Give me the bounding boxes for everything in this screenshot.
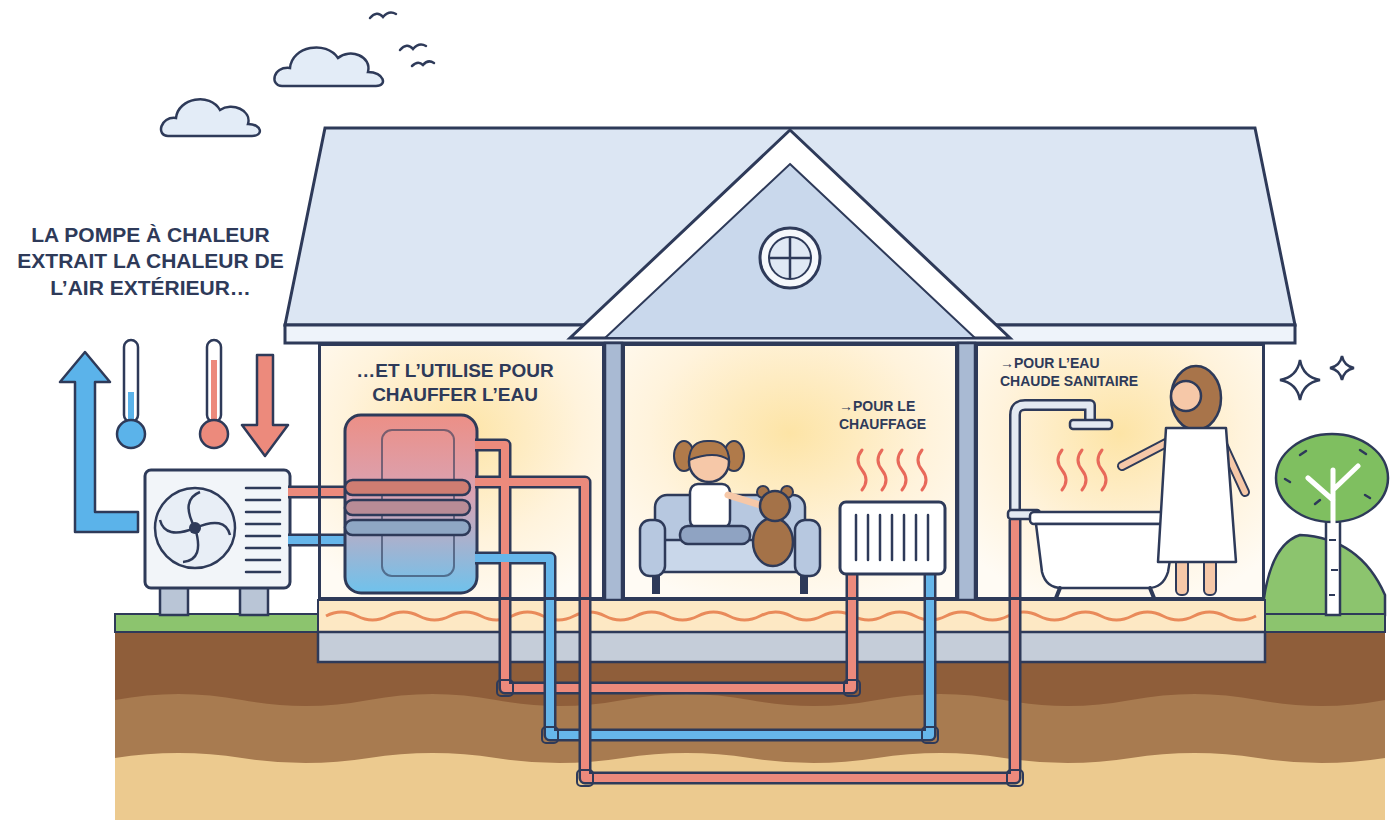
sofa-leg bbox=[800, 576, 808, 594]
cloud bbox=[161, 99, 260, 136]
pipe bbox=[585, 600, 1015, 778]
room-caption: →POUR LE CHAUFFAGE bbox=[839, 398, 953, 433]
window-cross bbox=[769, 237, 811, 279]
heat-pump-unit bbox=[145, 470, 290, 588]
pipe bbox=[550, 600, 930, 735]
pillar bbox=[605, 343, 622, 600]
pipe-elbow bbox=[844, 680, 860, 696]
thermometer-bulb bbox=[200, 420, 228, 448]
bird bbox=[370, 13, 396, 18]
fan-blades bbox=[160, 492, 230, 562]
underfloor-heating bbox=[326, 612, 1256, 620]
fan bbox=[155, 488, 235, 568]
slab bbox=[318, 632, 1265, 662]
pipe-elbow bbox=[577, 770, 593, 786]
radiator-fins bbox=[856, 515, 928, 560]
callout-text: LA POMPE À CHALEUR EXTRAIT LA CHALEUR DE… bbox=[8, 222, 293, 301]
pipe-elbow bbox=[542, 727, 558, 743]
room-glow bbox=[622, 343, 958, 600]
pipe-outline bbox=[505, 600, 852, 688]
pipe-outline bbox=[475, 445, 585, 600]
heat-waves bbox=[1058, 450, 1106, 490]
room-caption: →POUR L’EAU CHAUDE SANITAIRE bbox=[1000, 355, 1156, 390]
girl-hair bbox=[689, 441, 729, 460]
girl-arm bbox=[728, 495, 760, 505]
pipe-elbow bbox=[922, 727, 938, 743]
thermometer-bulb bbox=[117, 420, 145, 448]
sofa-arm bbox=[640, 520, 665, 576]
earth-layer bbox=[115, 694, 1385, 820]
coil bbox=[345, 500, 470, 515]
pipe bbox=[505, 600, 852, 688]
room-box: →POUR LE CHAUFFAGE bbox=[622, 343, 958, 600]
teddy-head bbox=[760, 491, 790, 521]
cold-pipe bbox=[475, 558, 550, 600]
pipe-elbow bbox=[1007, 770, 1023, 786]
pipe-connector bbox=[542, 600, 938, 743]
pipe-connector bbox=[577, 600, 1023, 786]
pipe-outline bbox=[1009, 520, 1022, 600]
bird bbox=[412, 61, 434, 66]
bush bbox=[1262, 535, 1385, 615]
house-wall bbox=[318, 343, 1265, 600]
room-box: …ET L’UTILISE POUR CHAUFFER L’EAU bbox=[318, 343, 605, 600]
bird bbox=[400, 45, 426, 50]
coil bbox=[345, 520, 470, 535]
room-glow bbox=[318, 343, 605, 600]
bathtub bbox=[1036, 524, 1176, 588]
woman-arm bbox=[1122, 442, 1168, 466]
hot-pipe bbox=[1011, 520, 1019, 600]
towel bbox=[1158, 428, 1236, 562]
tree-branches bbox=[1308, 466, 1358, 530]
pipe-outline bbox=[585, 600, 1015, 778]
earth bbox=[115, 632, 1385, 820]
coil bbox=[345, 480, 470, 495]
round-window bbox=[760, 228, 820, 288]
leaves bbox=[1285, 450, 1370, 504]
sparkle bbox=[1280, 360, 1320, 400]
tree-bark bbox=[1329, 540, 1338, 595]
heat-waves bbox=[858, 450, 926, 490]
floor-band bbox=[318, 600, 1265, 632]
woman-arm bbox=[1122, 442, 1168, 466]
room-caption: …ET L’UTILISE POUR CHAUFFER L’EAU bbox=[329, 359, 581, 407]
girl-legs bbox=[680, 526, 750, 544]
pipe-elbow bbox=[497, 680, 513, 696]
water-tank bbox=[345, 415, 477, 593]
woman-hair bbox=[1171, 366, 1221, 430]
sofa-leg bbox=[652, 576, 660, 594]
hot-pipe bbox=[475, 445, 505, 600]
bathtub-feet bbox=[1056, 588, 1154, 598]
sofa-arm bbox=[795, 520, 820, 576]
room-glow bbox=[975, 343, 1265, 600]
girl-body bbox=[690, 484, 730, 528]
hot-pipe bbox=[475, 482, 585, 600]
gable-inner bbox=[605, 164, 975, 338]
shower-head bbox=[1070, 420, 1112, 429]
gable bbox=[570, 130, 1010, 338]
sand-layer bbox=[115, 753, 1385, 820]
fan-hub bbox=[189, 522, 201, 534]
sparkle bbox=[1330, 356, 1354, 380]
room-box: →POUR L’EAU CHAUDE SANITAIRE bbox=[975, 343, 1265, 600]
radiator bbox=[840, 502, 945, 574]
round-window-pane bbox=[769, 237, 811, 279]
warm-air-arrow bbox=[242, 355, 288, 456]
unit-grille bbox=[246, 488, 280, 572]
pillar bbox=[958, 343, 975, 600]
cloud bbox=[274, 47, 383, 86]
woman-face bbox=[1171, 381, 1201, 411]
teddy-body bbox=[753, 518, 793, 566]
pipe-outline bbox=[550, 600, 930, 735]
